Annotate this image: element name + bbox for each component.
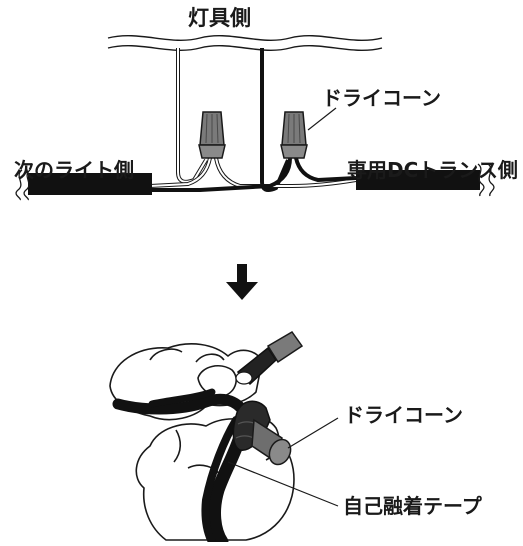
tape-leader <box>227 461 339 507</box>
fixture-side-label: 灯具側 <box>188 6 251 30</box>
next-light-side-label: 次のライト側 <box>14 158 134 182</box>
cone-lead-wires <box>149 157 357 192</box>
right-cable <box>356 163 495 197</box>
fixture-black-wire <box>260 48 290 192</box>
dry-cone-top-leader <box>307 107 337 131</box>
left-cable <box>15 169 152 201</box>
tape-roll <box>235 331 304 386</box>
dry-cone-left <box>198 111 226 159</box>
fixture-white-wire <box>176 48 208 184</box>
dry-cone-right <box>280 111 308 159</box>
dry-cone-top-label: ドライコーン <box>322 86 441 110</box>
dc-transformer-side-label: 専用DCトランス側 <box>347 158 518 182</box>
dry-cone-bottom-label: ドライコーン <box>344 403 463 427</box>
fixture-body <box>107 34 383 52</box>
dry-cone-bottom <box>251 418 292 466</box>
dry-cone-bottom-leader <box>287 417 339 449</box>
self-fusing-tape-label: 自己融着テープ <box>343 494 482 518</box>
down-arrow-icon <box>226 264 258 300</box>
